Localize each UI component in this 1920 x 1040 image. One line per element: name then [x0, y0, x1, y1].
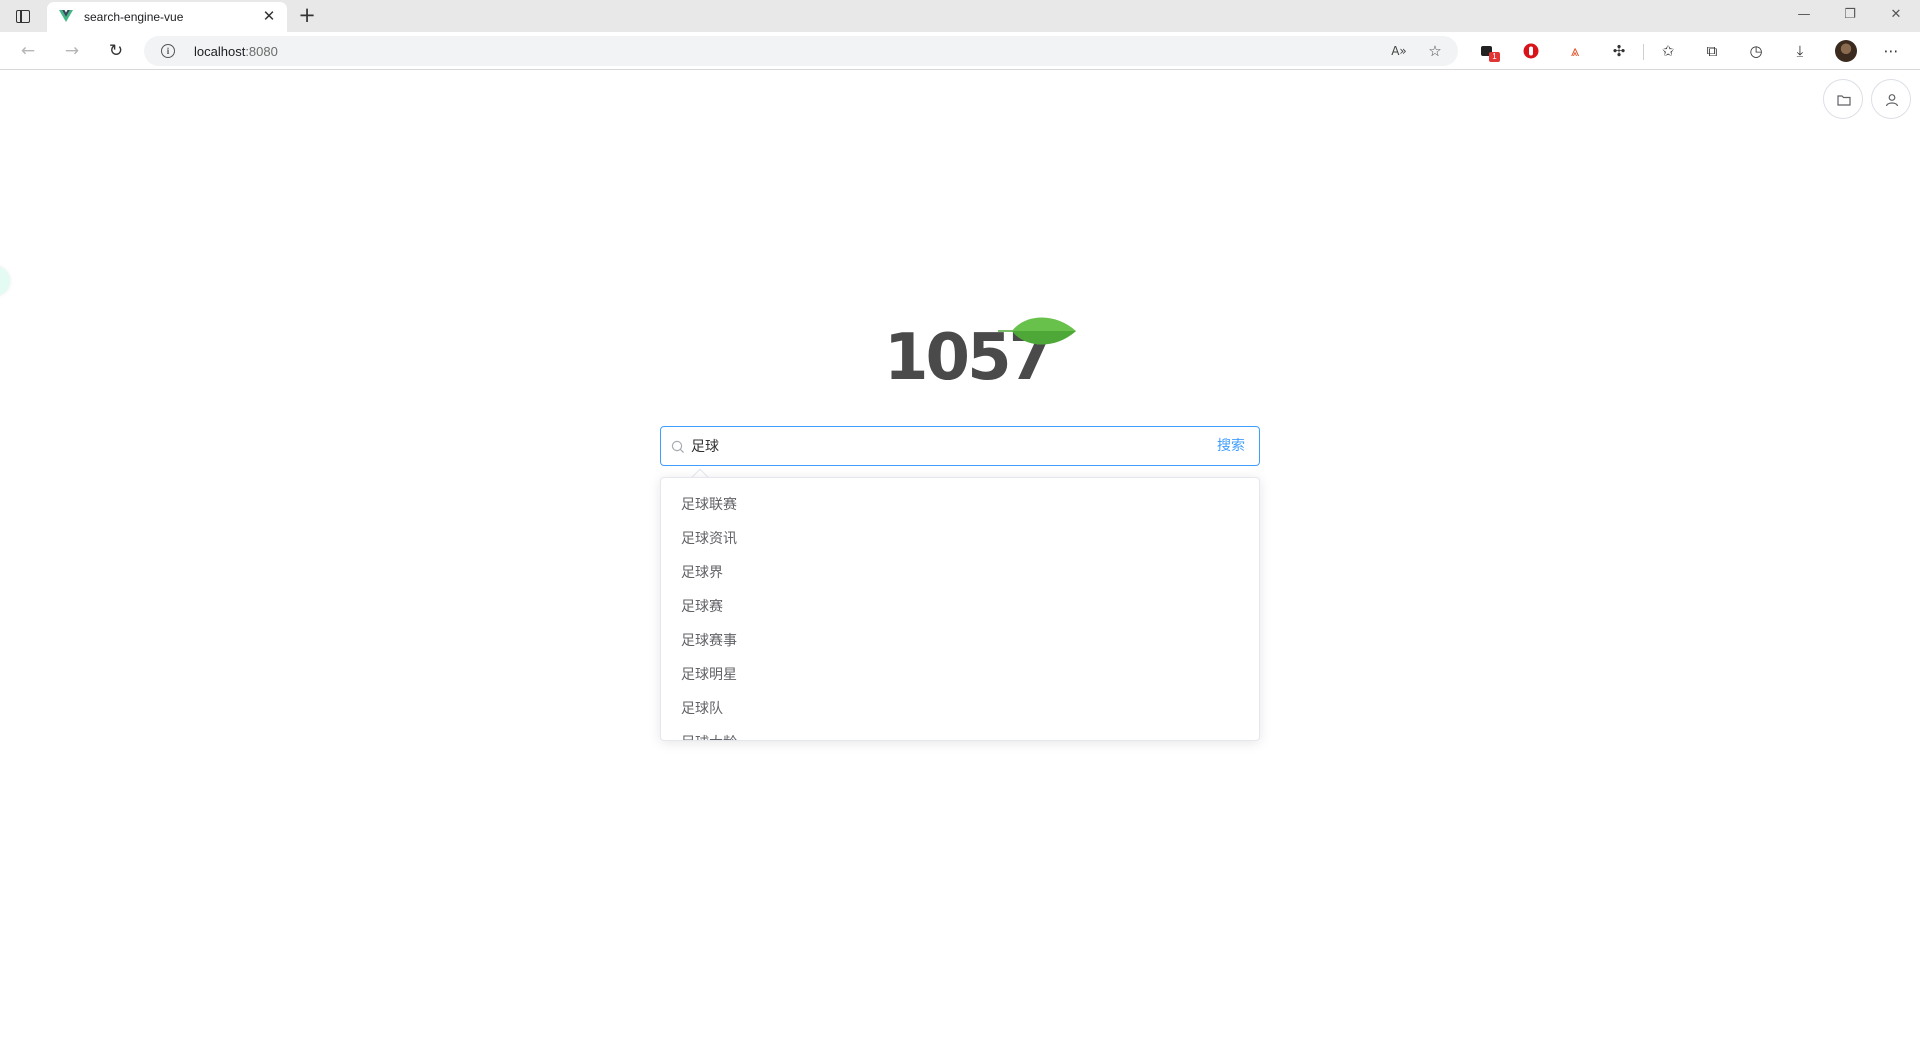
url-text[interactable]: localhost:8080 — [194, 44, 278, 59]
folder-icon — [1837, 95, 1851, 106]
back-icon[interactable]: ← — [20, 41, 36, 61]
extension-badge: 1 — [1489, 52, 1500, 62]
user-button[interactable] — [1871, 79, 1911, 119]
folder-button[interactable] — [1823, 79, 1863, 119]
more-menu-icon[interactable]: ⋯ — [1883, 42, 1899, 60]
tab-actions-icon[interactable] — [14, 7, 32, 25]
vue-logo-icon — [59, 10, 73, 22]
tab-close-icon[interactable]: ✕ — [262, 7, 276, 25]
suggestion-item[interactable]: 足球赛事 — [681, 633, 737, 649]
extensions-puzzle-icon[interactable]: ✣ — [1612, 42, 1626, 60]
side-floating-button[interactable] — [0, 266, 10, 296]
suggestion-item[interactable]: 足球界 — [681, 565, 723, 581]
forward-icon[interactable]: → — [64, 41, 80, 61]
collections-icon[interactable]: ⧉ — [1706, 42, 1718, 60]
site-info-icon[interactable]: i — [161, 44, 175, 58]
translate-extension-icon[interactable]: ⩓ — [1570, 42, 1580, 60]
browser-tab-bar: search-engine-vue ✕ + — ❐ ✕ — [0, 0, 1920, 32]
history-icon[interactable]: ◷ — [1749, 42, 1763, 60]
search-box: 搜索 — [660, 426, 1260, 466]
search-button[interactable]: 搜索 — [1217, 427, 1245, 465]
suggestion-item[interactable]: 足球联赛 — [681, 497, 737, 513]
extension-icon[interactable]: 1 — [1477, 41, 1500, 62]
search-input[interactable] — [691, 428, 1171, 464]
url-host: localhost — [194, 44, 246, 59]
read-aloud-icon[interactable]: A» — [1391, 44, 1407, 58]
suggestion-dropdown: 足球联赛 足球资讯 足球界 足球赛 足球赛事 足球明星 足球队 足球大龄 — [660, 477, 1260, 741]
leaf-logo-icon — [998, 317, 1076, 345]
user-icon — [1885, 94, 1899, 107]
url-port: :8080 — [245, 44, 278, 59]
browser-toolbar: ← → ↻ i localhost:8080 A» ☆ 1 ⩓ ✣ ✩ ⧉ ◷ … — [0, 32, 1920, 70]
suggestion-item[interactable]: 足球大龄 — [661, 726, 1259, 740]
add-favorite-icon[interactable]: ☆ — [1428, 42, 1442, 60]
suggestion-list: 足球联赛 足球资讯 足球界 足球赛 足球赛事 足球明星 足球队 足球大龄 — [661, 478, 1259, 740]
new-tab-button[interactable]: + — [298, 3, 316, 27]
site-logo: 1057 — [880, 309, 1080, 409]
page-content: 1057 搜索 足球联赛 足球资讯 足球界 足球赛 足球赛事 足球明星 足球队 … — [0, 71, 1920, 1040]
address-bar[interactable]: i localhost:8080 A» ☆ — [144, 36, 1458, 66]
close-window-icon[interactable]: ✕ — [1890, 7, 1902, 22]
browser-tab-active[interactable]: search-engine-vue ✕ — [47, 2, 287, 32]
profile-avatar[interactable] — [1835, 40, 1857, 62]
suggestion-item[interactable]: 足球赛 — [681, 599, 723, 615]
toolbar-separator — [1643, 44, 1644, 60]
favorites-icon[interactable]: ✩ — [1661, 42, 1675, 60]
suggestion-item[interactable]: 足球队 — [681, 701, 723, 717]
minimize-icon[interactable]: — — [1797, 7, 1811, 22]
search-icon — [671, 440, 685, 454]
restore-icon[interactable]: ❐ — [1844, 7, 1856, 22]
refresh-icon[interactable]: ↻ — [108, 41, 124, 61]
adblock-icon[interactable] — [1521, 41, 1541, 61]
downloads-icon[interactable]: ⤓ — [1796, 42, 1804, 60]
suggestion-item[interactable]: 足球资讯 — [681, 531, 737, 547]
suggestion-item[interactable]: 足球明星 — [681, 667, 737, 683]
tab-title: search-engine-vue — [84, 10, 184, 24]
